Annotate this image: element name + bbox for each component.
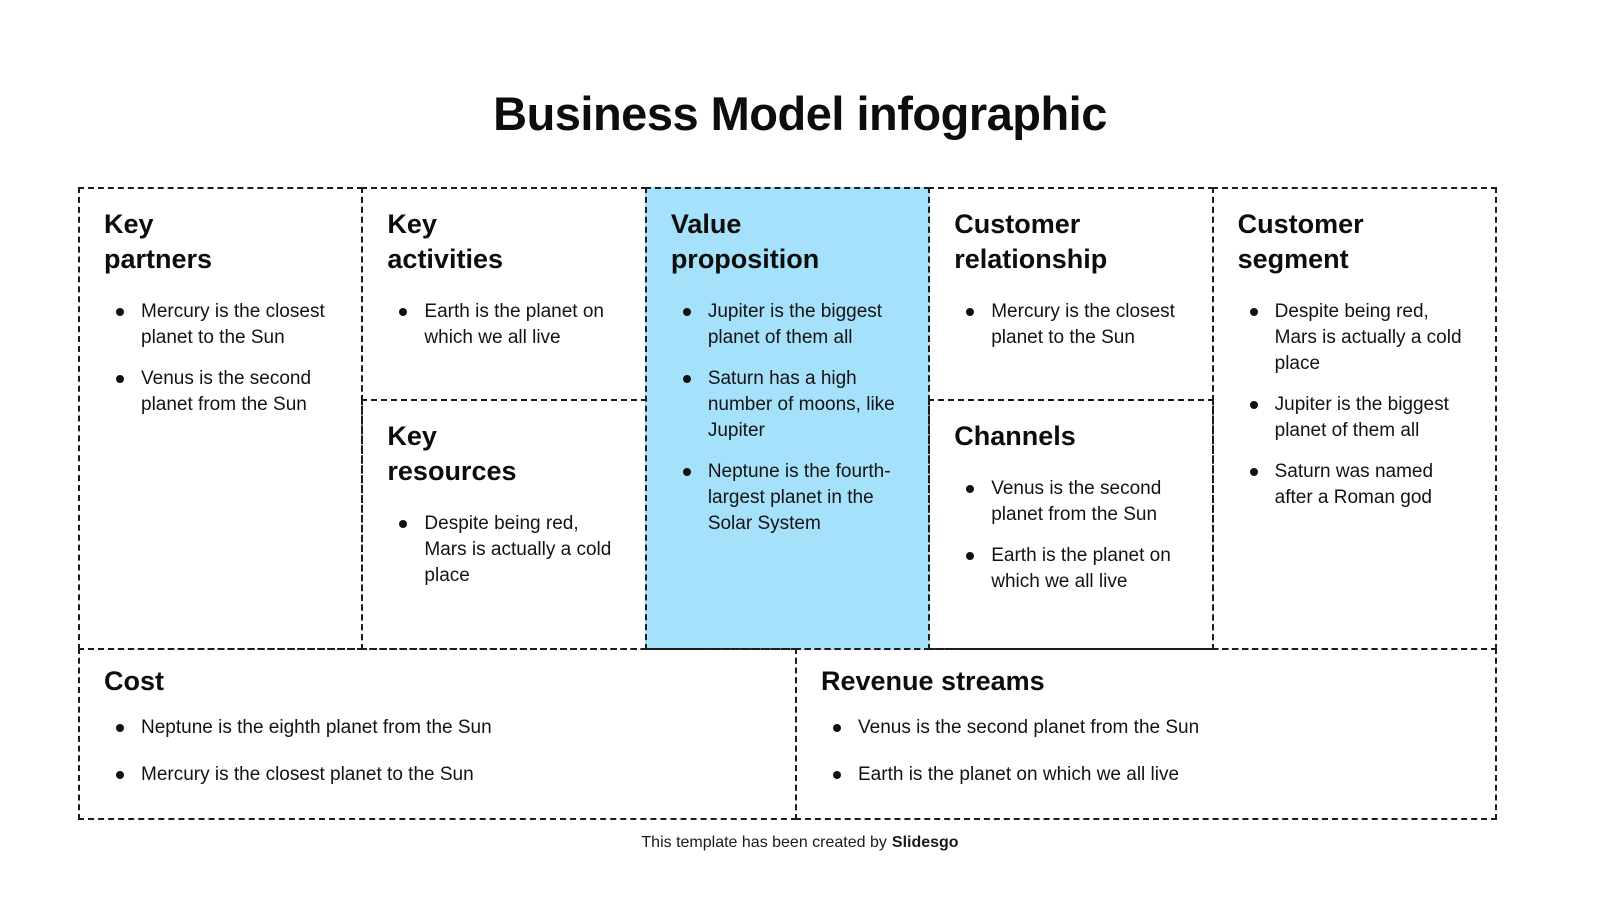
cost-heading: Cost bbox=[104, 666, 164, 696]
key-partners-heading: Key partners bbox=[104, 209, 213, 274]
bullet-text: Saturn has a high number of moons, like … bbox=[707, 368, 895, 441]
list-item: Venus is the second planet from the Sun bbox=[821, 715, 1473, 741]
revenue-streams-heading: Revenue streams bbox=[821, 666, 1045, 696]
key-partners-bullets: Mercury is the closest planet to the Sun… bbox=[104, 299, 339, 418]
channels-bullets: Venus is the second planet from the Sun … bbox=[954, 476, 1189, 595]
bullet-text: Mercury is the closest planet to the Sun bbox=[141, 301, 325, 348]
bullet-dot-icon bbox=[833, 771, 841, 779]
bottom-row: Cost Neptune is the eighth planet from t… bbox=[78, 648, 1497, 820]
bullet-dot-icon bbox=[1249, 308, 1258, 316]
list-item: Earth is the planet on which we all live bbox=[821, 762, 1473, 788]
list-item: Jupiter is the biggest planet of them al… bbox=[671, 299, 906, 351]
column-customer-relationship-channels: Customer relationship Mercury is the clo… bbox=[928, 187, 1214, 650]
list-item: Neptune is the fourth-largest planet in … bbox=[671, 459, 906, 537]
section-cost: Cost Neptune is the eighth planet from t… bbox=[78, 648, 797, 820]
bullet-dot-icon bbox=[682, 375, 691, 383]
key-activities-bullets: Earth is the planet on which we all live bbox=[387, 299, 622, 351]
section-channels: Channels Venus is the second planet from… bbox=[928, 399, 1214, 650]
customer-segment-bullets: Despite being red, Mars is actually a co… bbox=[1238, 299, 1473, 511]
list-item: Jupiter is the biggest planet of them al… bbox=[1238, 392, 1473, 444]
channels-heading: Channels bbox=[954, 421, 1076, 451]
cost-bullets: Neptune is the eighth planet from the Su… bbox=[104, 715, 773, 788]
bullet-dot-icon bbox=[1249, 401, 1258, 409]
bullet-text: Despite being red, Mars is actually a co… bbox=[424, 513, 612, 586]
bullet-dot-icon bbox=[116, 308, 124, 316]
customer-relationship-heading: Customer relationship bbox=[954, 209, 1108, 274]
bullet-text: Mercury is the closest planet to the Sun bbox=[991, 301, 1175, 348]
bullet-text: Mercury is the closest planet to the Sun bbox=[141, 764, 474, 785]
list-item: Mercury is the closest planet to the Sun bbox=[954, 299, 1189, 351]
page-title: Business Model infographic bbox=[493, 87, 1107, 140]
list-item: Saturn was named after a Roman god bbox=[1238, 459, 1473, 511]
list-item: Saturn has a high number of moons, like … bbox=[671, 366, 906, 444]
bullet-text: Neptune is the fourth-largest planet in … bbox=[707, 461, 891, 534]
column-key-partners: Key partners Mercury is the closest plan… bbox=[78, 187, 364, 650]
value-proposition-heading: Value proposition bbox=[670, 209, 820, 274]
bullet-text: Neptune is the eighth planet from the Su… bbox=[141, 717, 492, 738]
value-proposition-bullets: Jupiter is the biggest planet of them al… bbox=[671, 299, 906, 537]
list-item: Despite being red, Mars is actually a co… bbox=[387, 511, 622, 589]
section-customer-segment: Customer segment Despite being red, Mars… bbox=[1211, 187, 1498, 650]
list-item: Earth is the planet on which we all live bbox=[954, 543, 1189, 595]
bullet-dot-icon bbox=[966, 308, 975, 316]
bullet-text: Venus is the second planet from the Sun bbox=[858, 717, 1200, 738]
bullet-dot-icon bbox=[966, 485, 975, 493]
bullet-dot-icon bbox=[833, 724, 841, 732]
bullet-dot-icon bbox=[682, 468, 691, 476]
section-key-partners: Key partners Mercury is the closest plan… bbox=[78, 187, 364, 650]
list-item: Venus is the second planet from the Sun bbox=[104, 366, 339, 418]
bullet-text: Earth is the planet on which we all live bbox=[991, 545, 1171, 592]
list-item: Mercury is the closest planet to the Sun bbox=[104, 762, 773, 788]
list-item: Mercury is the closest planet to the Sun bbox=[104, 299, 339, 351]
bullet-dot-icon bbox=[116, 375, 124, 383]
section-customer-relationship: Customer relationship Mercury is the clo… bbox=[928, 187, 1214, 401]
bullet-text: Venus is the second planet from the Sun bbox=[141, 368, 312, 415]
key-activities-heading: Key activities bbox=[387, 209, 503, 274]
bullet-text: Earth is the planet on which we all live bbox=[424, 301, 604, 348]
bullet-text: Despite being red, Mars is actually a co… bbox=[1274, 301, 1462, 374]
bullet-dot-icon bbox=[399, 308, 408, 316]
list-item: Earth is the planet on which we all live bbox=[387, 299, 622, 351]
section-key-activities: Key activities Earth is the planet on wh… bbox=[361, 187, 647, 401]
bullet-text: Earth is the planet on which we all live bbox=[858, 764, 1180, 785]
key-resources-heading: Key resources bbox=[387, 421, 517, 486]
section-value-proposition: Value proposition Jupiter is the biggest… bbox=[644, 187, 931, 650]
canvas-grid: Key partners Mercury is the closest plan… bbox=[78, 187, 1498, 650]
column-value-proposition: Value proposition Jupiter is the biggest… bbox=[644, 187, 931, 650]
customer-segment-heading: Customer segment bbox=[1237, 209, 1364, 274]
bullet-dot-icon bbox=[399, 520, 408, 528]
bullet-dot-icon bbox=[116, 724, 124, 732]
bullet-dot-icon bbox=[116, 771, 124, 779]
bullet-text: Saturn was named after a Roman god bbox=[1274, 461, 1434, 508]
column-customer-segment: Customer segment Despite being red, Mars… bbox=[1211, 187, 1498, 650]
footer-credit-text: This template has been created by bbox=[641, 834, 887, 851]
bullet-text: Venus is the second planet from the Sun bbox=[991, 478, 1162, 525]
footer-brand: Slidesgo bbox=[891, 834, 959, 851]
list-item: Despite being red, Mars is actually a co… bbox=[1238, 299, 1473, 377]
bullet-dot-icon bbox=[682, 308, 691, 316]
section-key-resources: Key resources Despite being red, Mars is… bbox=[361, 399, 647, 650]
list-item: Venus is the second planet from the Sun bbox=[954, 476, 1189, 528]
bullet-dot-icon bbox=[1249, 468, 1258, 476]
bullet-text: Jupiter is the biggest planet of them al… bbox=[1274, 394, 1449, 441]
key-resources-bullets: Despite being red, Mars is actually a co… bbox=[387, 511, 622, 589]
list-item: Neptune is the eighth planet from the Su… bbox=[104, 715, 773, 741]
bullet-text: Jupiter is the biggest planet of them al… bbox=[707, 301, 883, 348]
section-revenue-streams: Revenue streams Venus is the second plan… bbox=[795, 648, 1497, 820]
revenue-streams-bullets: Venus is the second planet from the Sun … bbox=[821, 715, 1473, 788]
customer-relationship-bullets: Mercury is the closest planet to the Sun bbox=[954, 299, 1189, 351]
bullet-dot-icon bbox=[966, 552, 975, 560]
column-key-activities-resources: Key activities Earth is the planet on wh… bbox=[361, 187, 647, 650]
